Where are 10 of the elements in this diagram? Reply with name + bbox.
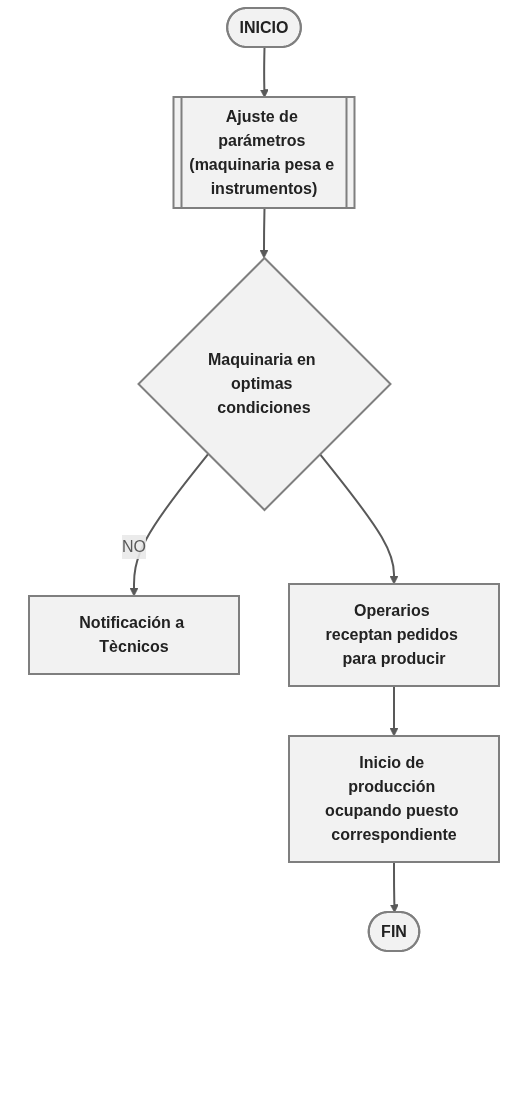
arrow: [318, 453, 398, 585]
node-box: Operarios receptan pedidos para producir: [287, 583, 500, 687]
node-box: Inicio de producción ocupando puesto correspondiente: [287, 735, 500, 863]
arrow: [259, 46, 269, 98]
node-box: Notificación a Tècnicos: [27, 595, 240, 675]
arrow: [129, 453, 209, 597]
edge-label: NO: [121, 538, 146, 555]
arrow: [389, 685, 398, 737]
node-diamond: Maquinaria en optimas condiciones: [136, 256, 392, 512]
arrow: [389, 861, 399, 913]
